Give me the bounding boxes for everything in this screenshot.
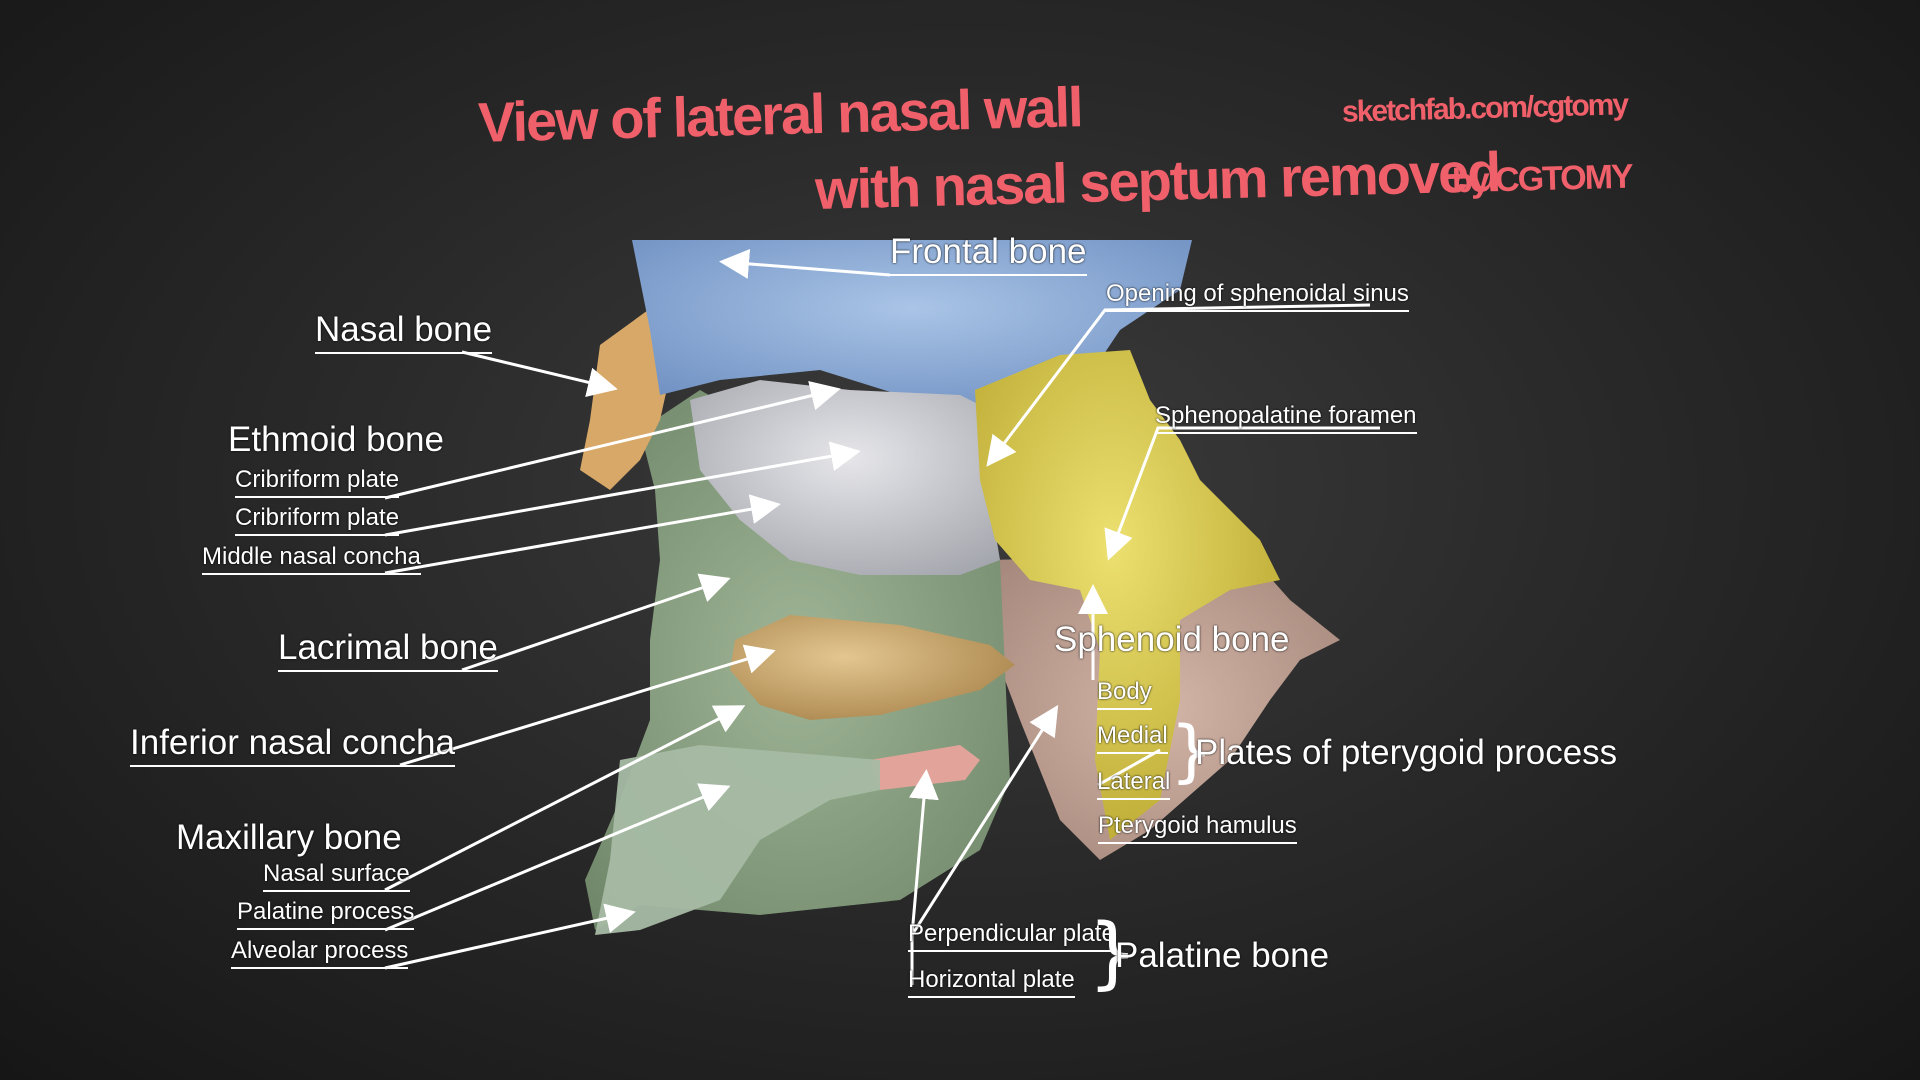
label-horizontal-plate: Horizontal plate (908, 966, 1075, 998)
label-sphenoid-bone: Sphenoid bone (1054, 620, 1290, 659)
leader-perpendicular (910, 704, 1059, 936)
label-lateral: Lateral (1097, 768, 1171, 800)
label-lacrimal-bone: Lacrimal bone (278, 628, 498, 672)
leader-inferior-concha (399, 644, 776, 767)
label-cribriform-plate-2: Cribriform plate (235, 504, 400, 536)
label-opening-sphenoidal-sinus: Opening of sphenoidal sinus (1106, 280, 1409, 312)
leader-nasal (461, 350, 618, 397)
leader-middle-concha (384, 494, 781, 575)
leader-nasal-surface (384, 705, 746, 892)
author-byline: by CGTOMY (1451, 157, 1633, 201)
label-pterygoid-hamulus: Pterygoid hamulus (1098, 812, 1297, 844)
label-palatine-process: Palatine process (237, 898, 415, 930)
label-maxillary-bone: Maxillary bone (176, 818, 402, 857)
label-perpendicular-plate: Perpendicular plate (908, 920, 1115, 952)
leader-sphenoidal-sinus (986, 303, 1371, 467)
ethmoid-bone-shape (690, 380, 1010, 575)
leader-lacrimal (461, 573, 731, 672)
leader-frontal (719, 248, 891, 279)
leader-cribriform-2 (384, 441, 861, 537)
label-palatine-bone: Palatine bone (1115, 936, 1330, 975)
label-alveolar-process: Alveolar process (231, 937, 409, 969)
leader-cribriform-1 (384, 381, 841, 500)
palatine-plate-shape (870, 745, 980, 790)
label-sphenopalatine-foramen: Sphenopalatine foramen (1155, 402, 1417, 434)
brace-pterygoid: } (1170, 712, 1214, 791)
label-cribriform-plate-1: Cribriform plate (235, 466, 400, 498)
leader-alveolar (384, 903, 636, 970)
leader-palatine-process (384, 783, 731, 932)
brace-palatine: } (1088, 908, 1138, 998)
sphenoid-body-shape (975, 350, 1280, 840)
leader-sphenopalatine (1104, 426, 1380, 561)
label-inferior-nasal-concha: Inferior nasal concha (130, 723, 455, 767)
leader-horizontal (908, 769, 939, 936)
label-ethmoid-bone: Ethmoid bone (228, 420, 444, 459)
label-middle-nasal-concha: Middle nasal concha (202, 543, 421, 575)
label-body: Body (1097, 678, 1152, 710)
label-nasal-surface: Nasal surface (263, 860, 410, 892)
maxillary-process-shape (595, 745, 880, 935)
leader-medial-lateral (1097, 748, 1161, 787)
label-frontal-bone: Frontal bone (890, 232, 1087, 276)
label-medial: Medial (1097, 722, 1168, 754)
label-plates-pterygoid: Plates of pterygoid process (1195, 733, 1618, 772)
label-nasal-bone: Nasal bone (315, 310, 493, 354)
inferior-concha-shape (730, 615, 1015, 720)
